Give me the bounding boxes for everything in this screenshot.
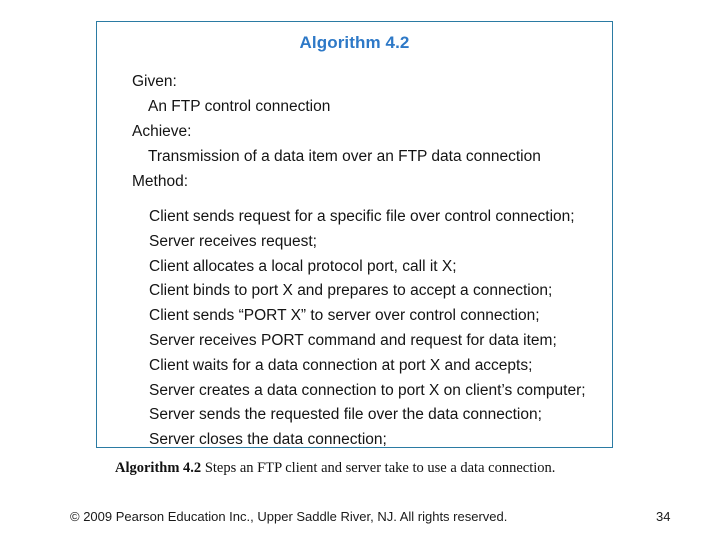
slide-footer: © 2009 Pearson Education Inc., Upper Sad… (0, 508, 720, 532)
page-number: 34 (656, 509, 671, 524)
algorithm-caption: Algorithm 4.2 Steps an FTP client and se… (115, 459, 635, 477)
achieve-item: Transmission of a data item over an FTP … (148, 148, 541, 165)
method-step: Client sends request for a specific file… (149, 208, 575, 225)
algorithm-box: Algorithm 4.2 Given: An FTP control conn… (96, 21, 613, 448)
caption-label: Algorithm 4.2 (115, 460, 202, 476)
method-step: Client binds to port X and prepares to a… (149, 282, 553, 300)
method-step: Server creates a data connection to port… (149, 381, 586, 399)
caption-text: Steps an FTP client and server take to u… (201, 460, 556, 476)
algorithm-title: Algorithm 4.2 (299, 33, 410, 52)
copyright-notice: © 2009 Pearson Education Inc., Upper Sad… (70, 509, 508, 524)
method-step: Server sends the requested file over the… (149, 406, 542, 424)
method-step: Server closes the data connection; (149, 431, 387, 449)
method-step-list: Client sends request for a specific file… (132, 205, 612, 453)
method-step: Server receives request; (149, 232, 317, 250)
method-step: Client waits for a data connection at po… (149, 356, 533, 374)
achieve-label: Achieve: (132, 123, 192, 140)
given-item: An FTP control connection (148, 98, 331, 115)
algorithm-body: Given: An FTP control connection Achieve… (97, 69, 612, 453)
method-step: Client sends “PORT X” to server over con… (149, 307, 540, 325)
method-step: Server receives PORT command and request… (149, 331, 557, 349)
method-step: Client allocates a local protocol port, … (149, 257, 457, 275)
method-label: Method: (132, 173, 189, 190)
given-label: Given: (132, 73, 177, 90)
